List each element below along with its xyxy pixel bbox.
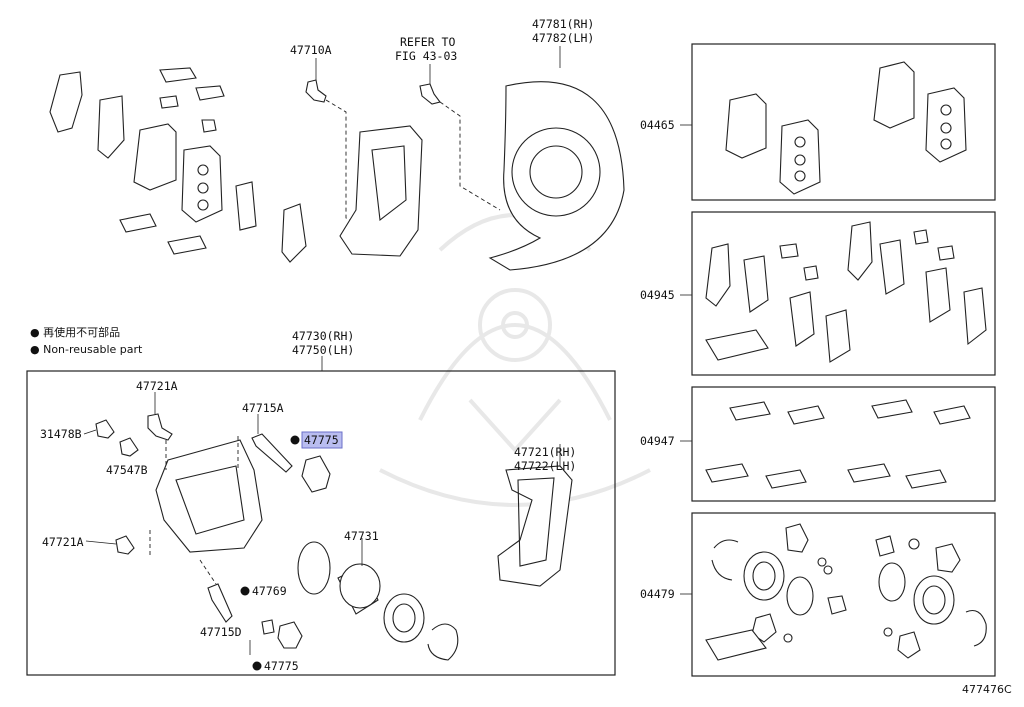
disc-dust-shield	[419, 46, 625, 271]
kit-box-04945	[691, 211, 996, 376]
caliper-assembly-parts	[95, 392, 573, 661]
figure-code: 477476C	[962, 683, 1012, 696]
label-47775-bottom[interactable]: 47775	[264, 659, 299, 673]
label-refer-to: REFER TO	[400, 35, 455, 49]
label-47775-highlighted[interactable]: 47775	[304, 433, 339, 447]
label-04945[interactable]: 04945	[640, 288, 675, 302]
label-47722[interactable]: 47722(LH)	[514, 459, 576, 473]
label-47730[interactable]: 47730(RH)	[292, 329, 354, 343]
label-fig[interactable]: FIG 43-03	[395, 49, 457, 63]
label-04479[interactable]: 04479	[640, 587, 675, 601]
highlight-47775[interactable]	[301, 431, 343, 449]
label-47750[interactable]: 47750(LH)	[292, 343, 354, 357]
kit-box-04479	[691, 512, 996, 677]
label-47721[interactable]: 47721(RH)	[514, 445, 576, 459]
label-47769[interactable]: 47769	[252, 584, 287, 598]
legend-jp: ● 再使用不可部品	[30, 325, 120, 339]
nonreusable-dot-47769	[240, 586, 250, 596]
label-47721A-top[interactable]: 47721A	[136, 379, 178, 393]
label-47781[interactable]: 47781(RH)	[532, 17, 594, 31]
nonreusable-dot-47775-bottom	[252, 661, 262, 671]
label-47547B[interactable]: 47547B	[106, 463, 148, 477]
label-47715A[interactable]: 47715A	[242, 401, 284, 415]
label-47721A-left[interactable]: 47721A	[42, 535, 84, 549]
kit-box-04465	[691, 43, 996, 201]
nonreusable-dot-47775	[290, 435, 300, 445]
leader-lines	[83, 124, 692, 655]
top-pad-group	[49, 67, 307, 263]
labels: 47710A REFER TO FIG 43-03 47781(RH) 4778…	[30, 17, 1012, 696]
caliper-assembly-box	[26, 370, 616, 676]
kit-04465-parts	[725, 61, 967, 195]
label-47782[interactable]: 47782(LH)	[532, 31, 594, 45]
kit-04945-parts	[705, 221, 987, 363]
label-47710A[interactable]: 47710A	[290, 43, 332, 57]
kit-box-04947	[691, 386, 996, 502]
kit-04479-parts	[705, 523, 987, 661]
label-47715D[interactable]: 47715D	[200, 625, 242, 639]
legend-en: ● Non-reusable part	[30, 343, 143, 356]
kit-04947-parts	[705, 399, 971, 489]
mounting-bracket-and-bolt	[305, 58, 423, 257]
label-47731[interactable]: 47731	[344, 529, 379, 543]
label-04947[interactable]: 04947	[640, 434, 675, 448]
label-04465[interactable]: 04465	[640, 118, 675, 132]
label-31478B[interactable]: 31478B	[40, 427, 82, 441]
